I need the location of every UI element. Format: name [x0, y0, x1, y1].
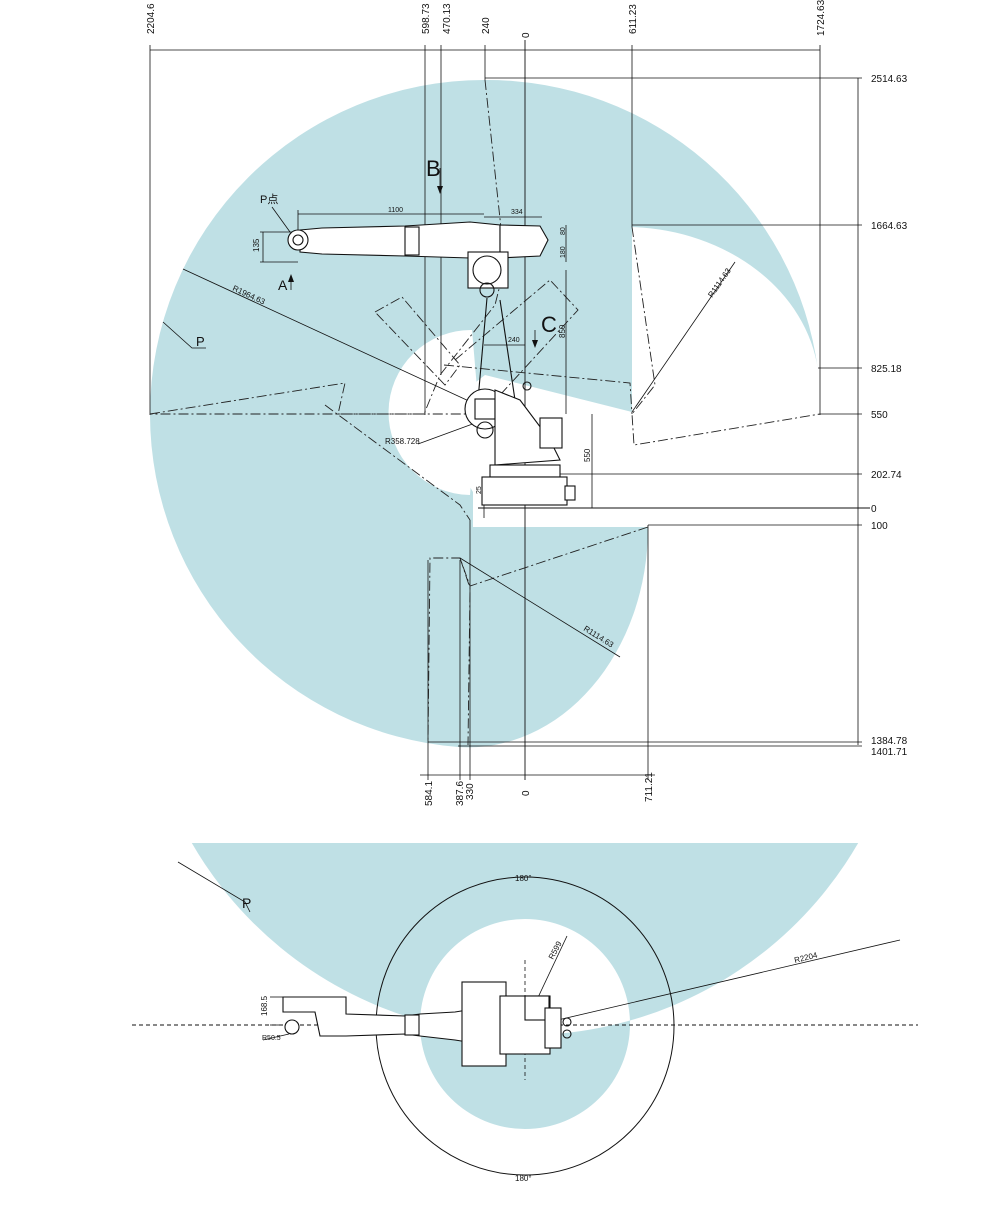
dim-right-3: 550: [871, 410, 888, 421]
dim-1100: 1100: [388, 207, 403, 214]
view-label-b: B: [426, 156, 441, 181]
dim-right-1: 1664.63: [871, 221, 908, 232]
dim-r50-5: R50.5: [262, 1035, 281, 1042]
dim-850: 850: [558, 324, 567, 338]
robot-side-base: [464, 381, 576, 506]
robot-side-arm: [287, 221, 549, 401]
dim-80: 80: [560, 227, 567, 235]
dim-168-5: 168.5: [260, 995, 269, 1016]
dim-top-4: 0: [521, 32, 532, 38]
dim-top-5: 611.23: [628, 4, 639, 34]
dim-right-0: 2514.63: [871, 74, 908, 85]
dim-bottom-4: 711.21: [644, 772, 655, 802]
dim-bottom-3: 0: [521, 790, 532, 796]
dim-180: 180: [560, 246, 567, 258]
dim-right-5: 0: [871, 504, 877, 515]
point-label-p-top: P: [242, 895, 251, 911]
radius-r358: R358.728: [385, 437, 420, 446]
angle-bottom-label: 180°: [515, 1174, 532, 1183]
dim-135: 135: [252, 238, 261, 252]
dim-top-3: 240: [481, 17, 492, 34]
dim-bottom-0: 584.1: [424, 781, 435, 806]
robot-top: [282, 981, 572, 1067]
side-view: 2204.6 598.73 470.13 240 0 611.23 1724.6…: [146, 0, 908, 806]
dim-240-inner: 240: [508, 337, 520, 344]
dim-right-4: 202.74: [871, 470, 902, 481]
top-envelope: [191, 843, 859, 1129]
point-label-p: P: [196, 334, 205, 349]
view-label-c: C: [541, 312, 557, 337]
dim-550-inner: 550: [583, 448, 592, 462]
dim-top-1: 598.73: [421, 3, 432, 34]
dim-top-2: 470.13: [442, 3, 453, 34]
top-view: 180° 180° R599 R2204 168.5 R50.5 P: [132, 843, 918, 1183]
radius-r1114-upper: R1114.63: [706, 266, 733, 299]
dim-bottom-1: 387.6: [455, 781, 466, 806]
dim-top-6: 1724.63: [816, 0, 827, 36]
dim-bottom-2: 330: [465, 783, 476, 800]
dim-right-2: 825.18: [871, 364, 902, 375]
dim-334: 334: [511, 209, 523, 216]
radius-r2204: R2204: [793, 950, 819, 965]
dim-25: 25: [476, 486, 483, 494]
view-label-a: A: [278, 277, 288, 293]
dim-right-7: 1384.78: [871, 736, 908, 747]
point-label-p-dian: P点: [260, 193, 278, 206]
dim-right-8: 1401.71: [871, 747, 908, 758]
dim-top-0: 2204.6: [146, 3, 157, 34]
radius-r599: R599: [547, 939, 564, 961]
dim-right-6: 100: [871, 521, 888, 532]
angle-top-label: 180°: [515, 874, 532, 883]
